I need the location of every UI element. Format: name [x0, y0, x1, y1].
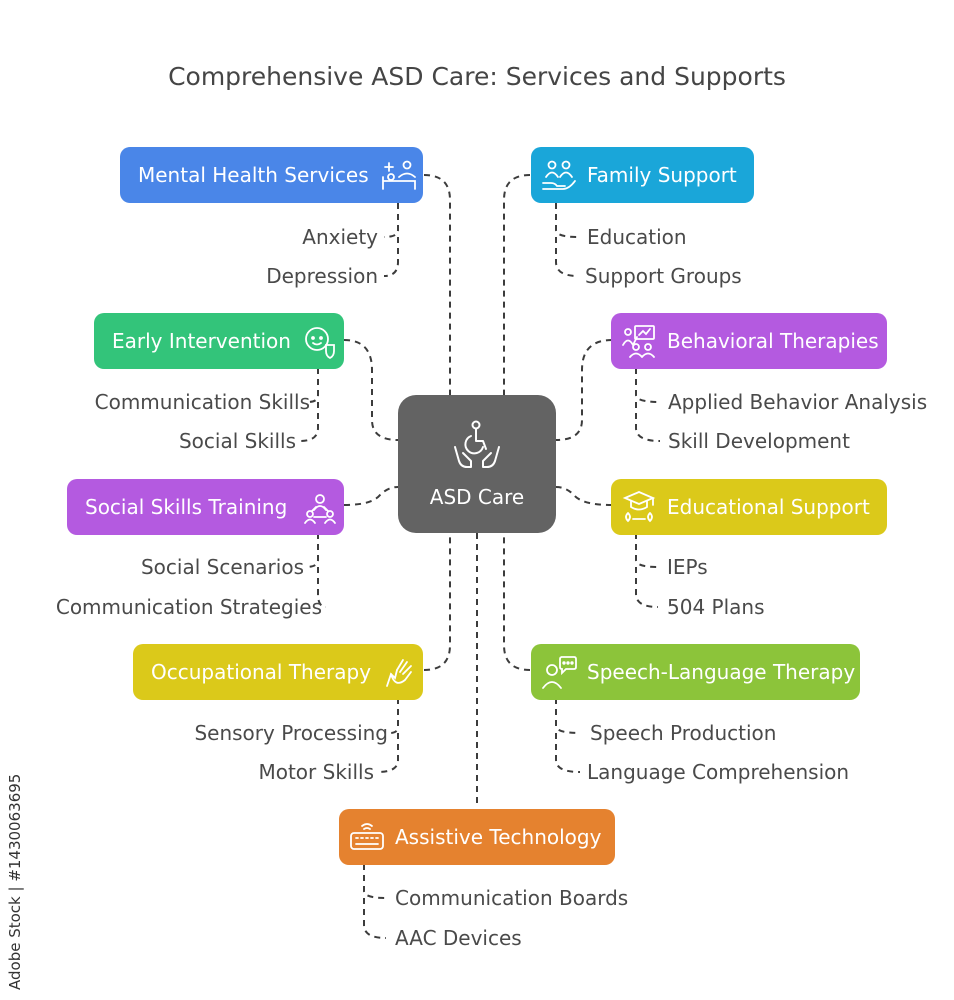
family-hand-icon [542, 160, 576, 190]
speech-language-label: Speech-Language Therapy [587, 660, 856, 684]
mental-health-node: Mental Health Services [120, 147, 423, 203]
behavioral-therapies-label: Behavioral Therapies [667, 329, 879, 353]
social-skills-node: Social Skills Training [67, 479, 344, 535]
stock-credit: Adobe Stock | #1430063695 [6, 773, 24, 990]
center-node: ASD Care [398, 395, 556, 533]
people-network-icon [304, 494, 336, 524]
educational-support-label: Educational Support [667, 495, 870, 519]
assistive-technology-label: Assistive Technology [395, 825, 602, 849]
occupational-item-sensory: Sensory Processing [194, 721, 388, 745]
family-support-item-groups: Support Groups [585, 264, 742, 288]
family-support-label: Family Support [587, 163, 737, 187]
baby-shield-icon [305, 327, 335, 359]
speech-item-comprehension: Language Comprehension [587, 760, 850, 784]
assistive-item-boards: Communication Boards [395, 886, 629, 910]
center-label: ASD Care [429, 485, 525, 509]
mental-health-item-anxiety: Anxiety [302, 225, 378, 249]
page-title: Comprehensive ASD Care: Services and Sup… [168, 62, 786, 91]
educational-item-ieps: IEPs [667, 555, 708, 579]
teacher-group-icon [622, 325, 655, 358]
educational-support-node: Educational Support [611, 479, 887, 535]
early-intervention-node: Early Intervention [94, 313, 344, 369]
occupational-therapy-node: Occupational Therapy [133, 644, 423, 700]
early-intervention-item-social: Social Skills [178, 429, 296, 453]
behavioral-item-skill: Skill Development [668, 429, 850, 453]
family-support-item-education: Education [587, 225, 687, 249]
early-intervention-label: Early Intervention [112, 329, 291, 353]
mental-health-label: Mental Health Services [138, 163, 369, 187]
speech-item-production: Speech Production [590, 721, 777, 745]
early-intervention-item-communication: Communication Skills [94, 390, 310, 414]
family-support-node: Family Support [531, 147, 754, 203]
mental-health-item-depression: Depression [266, 264, 378, 288]
social-skills-label: Social Skills Training [85, 495, 288, 519]
behavioral-therapies-node: Behavioral Therapies [611, 313, 887, 369]
assistive-technology-node: Assistive Technology [339, 809, 615, 865]
hand-tool-icon [386, 659, 412, 687]
medical-bed-icon [382, 160, 416, 190]
occupational-therapy-label: Occupational Therapy [151, 660, 372, 684]
speech-bubble-person-icon [542, 656, 577, 689]
keyboard-device-icon [350, 823, 384, 850]
behavioral-item-aba: Applied Behavior Analysis [668, 390, 928, 414]
social-skills-item-scenarios: Social Scenarios [140, 555, 304, 579]
occupational-item-motor: Motor Skills [258, 760, 374, 784]
speech-language-node: Speech-Language Therapy [531, 644, 860, 700]
assistive-item-aac: AAC Devices [395, 926, 522, 950]
educational-item-504: 504 Plans [667, 595, 765, 619]
social-skills-item-strategies: Communication Strategies [55, 595, 322, 619]
graduation-cap-icon [622, 491, 656, 523]
disability-care-icon [454, 420, 500, 468]
